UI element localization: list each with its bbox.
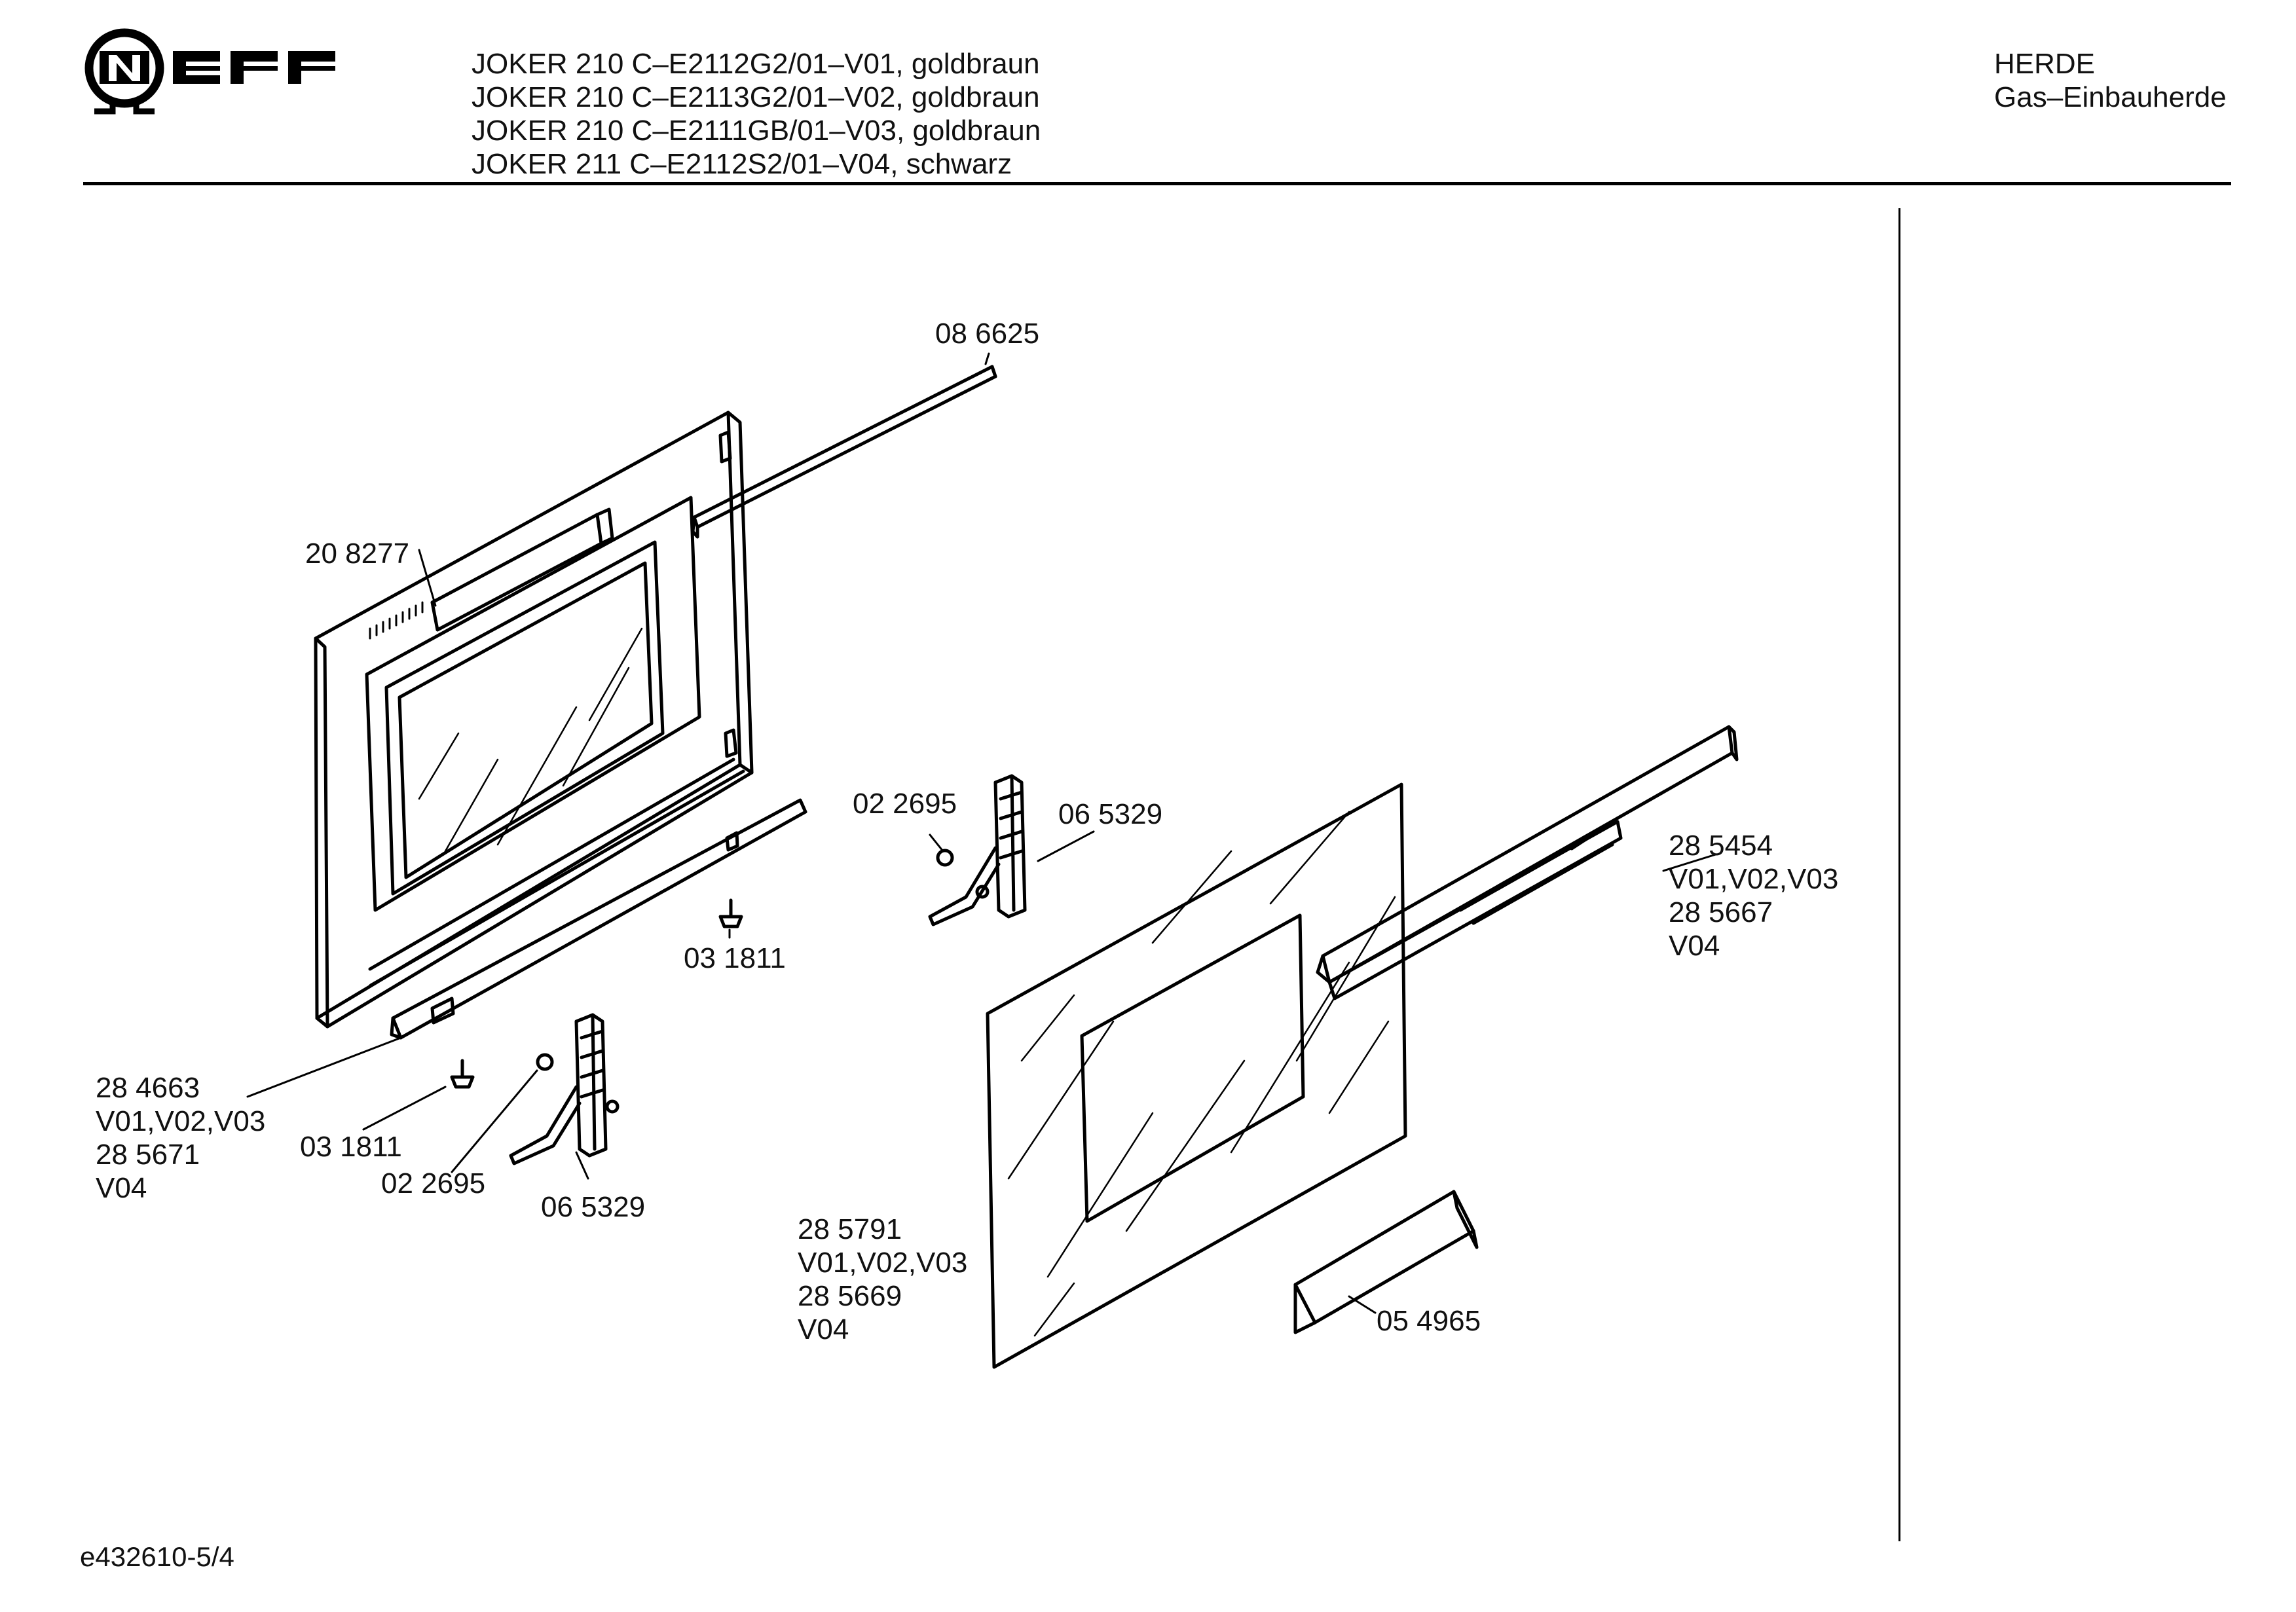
label-08-6625: 08 6625	[935, 318, 1040, 350]
model-line: JOKER 210 C–E2112G2/01–V01, goldbraun	[472, 48, 1040, 80]
variant-list: V04	[1669, 930, 1720, 962]
model-line: JOKER 211 C–E2112S2/01–V04, schwarz	[472, 148, 1012, 180]
drawing-id: e432610-5/4	[80, 1541, 234, 1572]
label-06-5329-upper: 06 5329	[1058, 798, 1163, 830]
part-number: 28 4663	[96, 1072, 200, 1104]
label-28-5791-block: 28 5791 V01,V02,V03 28 5669 V04	[798, 1213, 967, 1346]
part-number: 28 5671	[96, 1139, 200, 1171]
model-line: JOKER 210 C–E2111GB/01–V03, goldbraun	[472, 115, 1041, 147]
label-03-1811-upper: 03 1811	[684, 942, 786, 974]
variant-list: V04	[96, 1172, 147, 1204]
label-03-1811-lower: 03 1811	[300, 1131, 402, 1163]
neff-logo	[84, 28, 335, 115]
upper-hinge	[928, 774, 1027, 926]
label-02-2695-lower: 02 2695	[381, 1167, 486, 1200]
leader-lines	[246, 352, 1717, 1314]
variant-list: V01,V02,V03	[1669, 863, 1839, 895]
variant-list: V04	[798, 1313, 849, 1346]
header-divider	[83, 182, 2231, 185]
label-02-2695-upper: 02 2695	[853, 788, 957, 820]
part-number: 28 5669	[798, 1280, 902, 1312]
door-bottom-rail	[390, 798, 807, 1040]
lower-hinge	[509, 1013, 620, 1165]
bottom-trim-profile	[1293, 1190, 1479, 1334]
label-28-5454-block: 28 5454 V01,V02,V03 28 5667 V04	[1669, 829, 1838, 962]
side-divider	[1898, 208, 1900, 1541]
variant-list: V01,V02,V03	[798, 1247, 968, 1279]
lower-washer	[536, 1053, 554, 1071]
door-glass-pane	[986, 782, 1407, 1369]
label-20-8277: 20 8277	[305, 538, 410, 570]
top-seal-strip	[691, 365, 997, 539]
lower-screw	[450, 1059, 475, 1089]
door-handle	[1316, 725, 1739, 1000]
category-label: HERDE	[1994, 48, 2096, 80]
part-number: 28 5667	[1669, 896, 1773, 928]
model-line: JOKER 210 C–E2113G2/01–V02, goldbraun	[472, 81, 1040, 113]
door-inner-frame	[314, 411, 754, 1029]
label-06-5329-lower: 06 5329	[541, 1191, 646, 1223]
label-05-4965: 05 4965	[1377, 1305, 1481, 1337]
part-number: 28 5454	[1669, 830, 1773, 862]
upper-washer	[936, 849, 954, 867]
variant-list: V01,V02,V03	[96, 1105, 266, 1137]
upper-screw	[718, 898, 743, 928]
model-list: JOKER 210 C–E2112G2/01–V01, goldbraun JO…	[472, 47, 1041, 181]
subcategory-label: Gas–Einbauherde	[1994, 81, 2227, 113]
part-number: 28 5791	[798, 1213, 902, 1245]
product-category: HERDE Gas–Einbauherde	[1994, 47, 2227, 114]
label-28-4663-block: 28 4663 V01,V02,V03 28 5671 V04	[96, 1071, 265, 1205]
